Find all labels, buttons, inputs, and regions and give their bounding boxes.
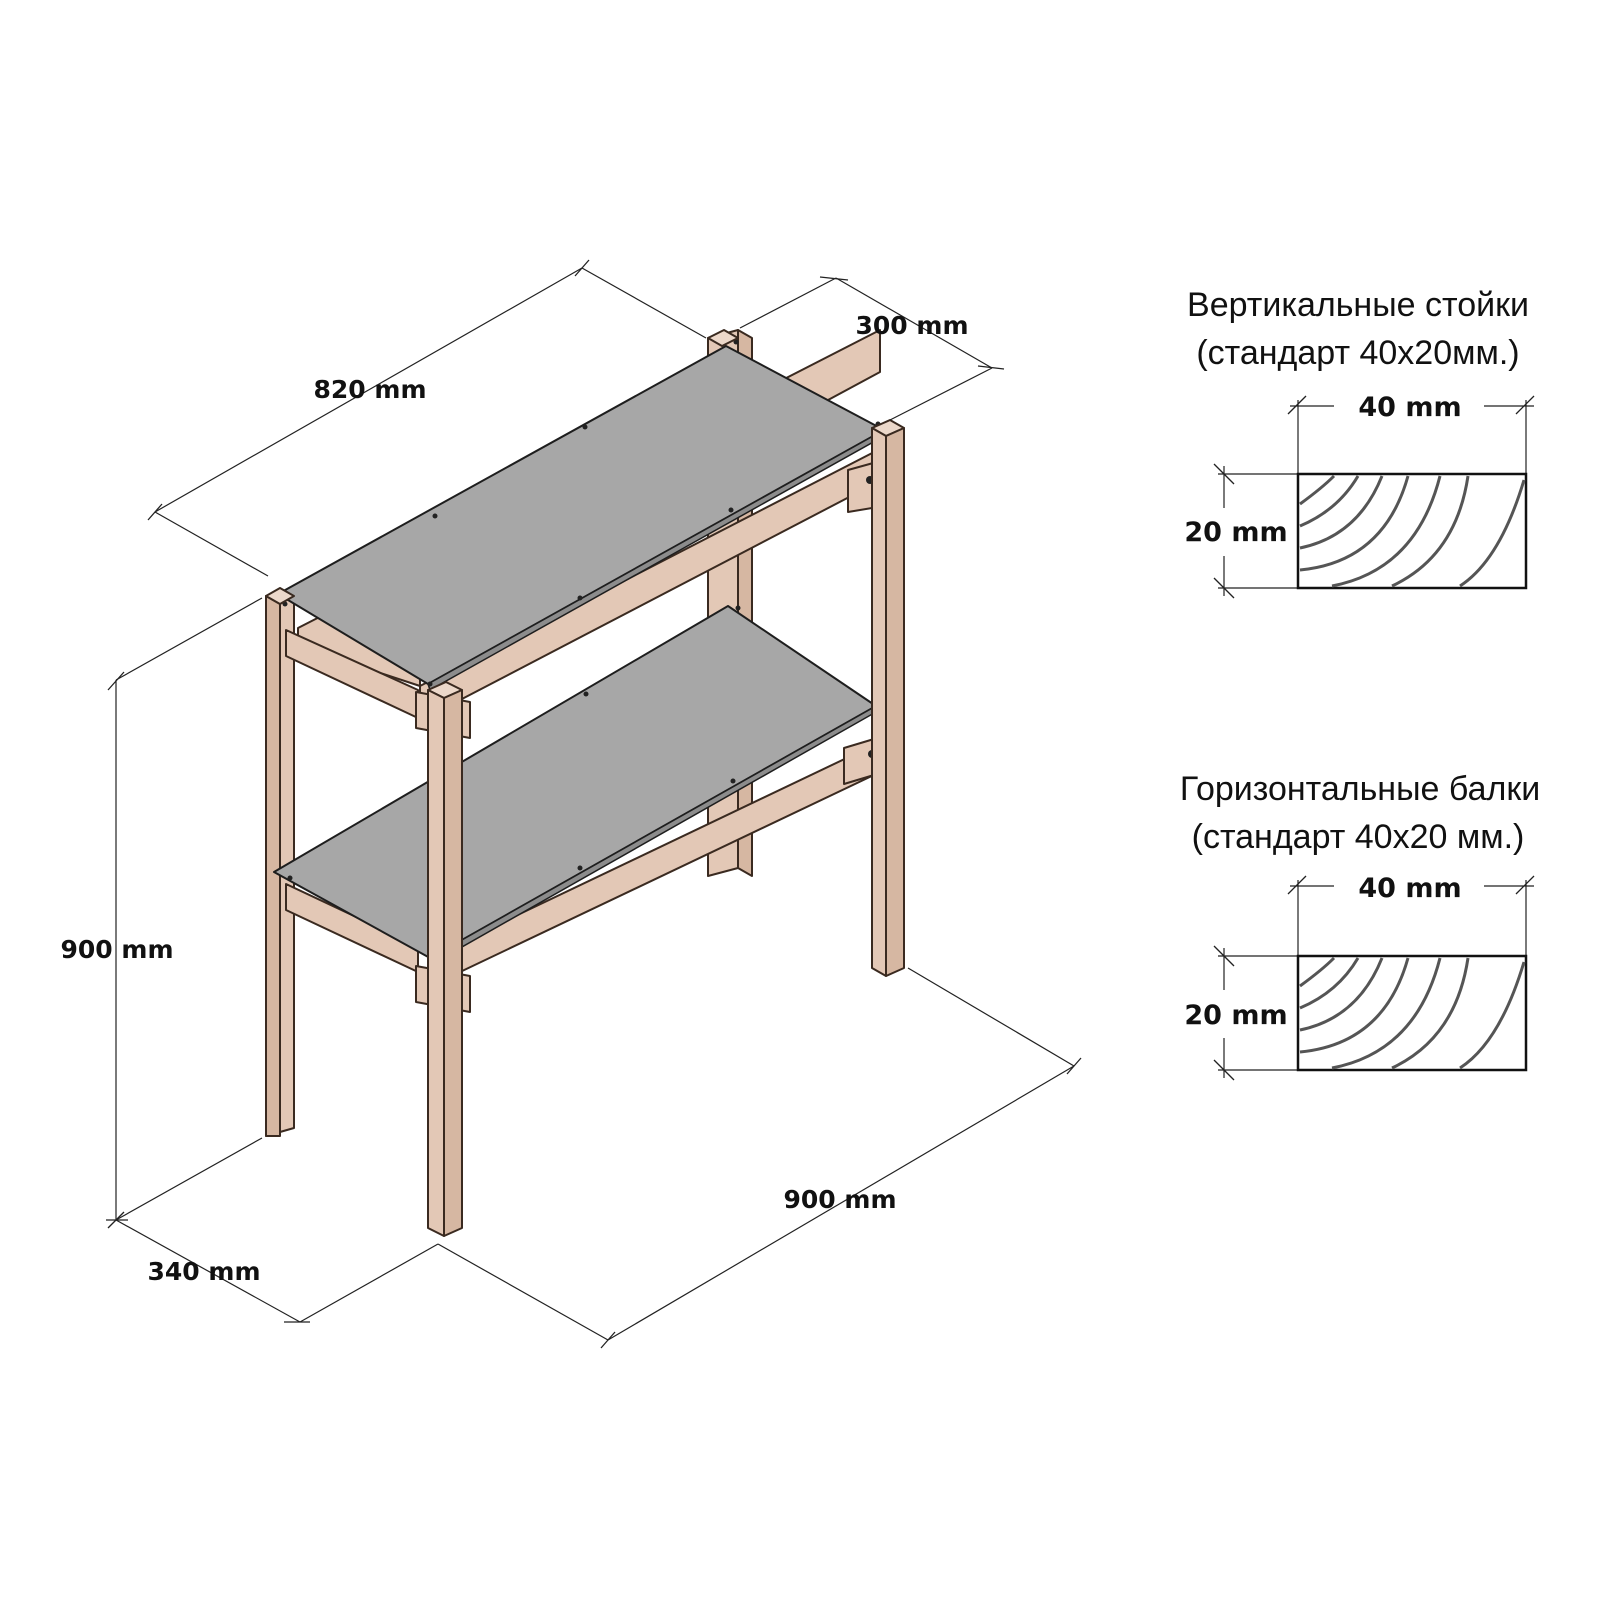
dimension-lines (106, 259, 1082, 1349)
back-left-cap (265, 587, 295, 605)
shelf-unit (265, 329, 905, 1237)
dim-bottom-depth: 340 mm (148, 1257, 261, 1286)
section-1-grain (1299, 474, 1526, 588)
section-1-profile (1296, 472, 1528, 590)
section-2-grain (1299, 956, 1526, 1070)
section-horizontal-beams: Горизонтальные балки (стандарт 40х20 мм.… (1180, 770, 1540, 1081)
section-1-subtitle: (стандарт 40х20мм.) (1196, 334, 1519, 372)
front-right-leg (871, 419, 905, 977)
section-vertical-posts: Вертикальные стойки (стандарт 40х20мм.) … (1184, 286, 1535, 599)
dim-bottom-width: 900 mm (784, 1185, 897, 1214)
dim-top-depth: 300 mm (856, 311, 969, 340)
section-1-height-label: 20 mm (1184, 517, 1287, 548)
section-2-title: Горизонтальные балки (1180, 770, 1540, 808)
back-left-leg (265, 587, 295, 1137)
section-2-profile (1296, 954, 1528, 1072)
back-right-cap (707, 329, 739, 347)
section-1-title: Вертикальные стойки (1187, 286, 1529, 324)
section-2-height-label: 20 mm (1184, 1000, 1287, 1031)
dim-top-width: 820 mm (314, 375, 427, 404)
section-2-subtitle: (стандарт 40х20 мм.) (1192, 818, 1525, 856)
dim-height: 900 mm (61, 935, 174, 964)
section-2-width-label: 40 mm (1358, 873, 1461, 904)
front-left-leg (427, 681, 463, 1237)
section-1-width-label: 40 mm (1358, 392, 1461, 423)
